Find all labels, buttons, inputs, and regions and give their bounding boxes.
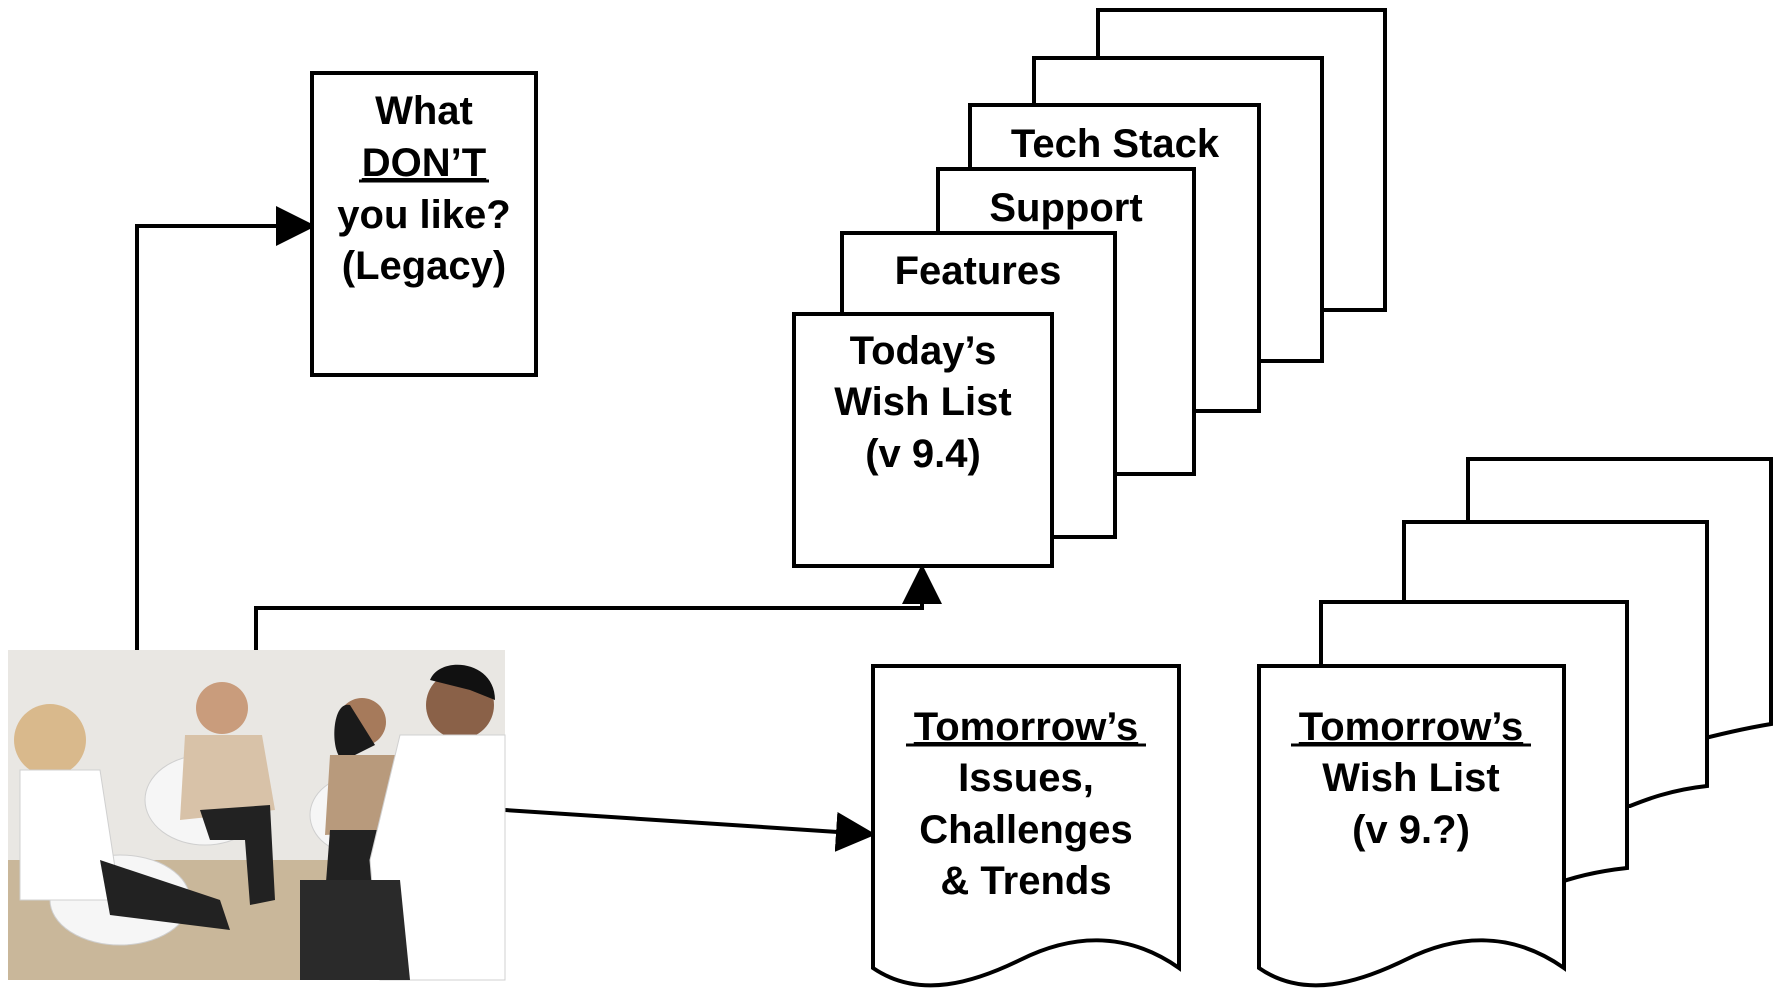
- tomorrow-line1: Tomorrow’s: [1299, 705, 1523, 749]
- tomorrows-wish-list-stack: Tomorrow’s Wish List (v 9.?): [1257, 457, 1773, 988]
- connector-to-todays-wish-list: [254, 564, 942, 650]
- legacy-line4: (Legacy): [342, 244, 507, 288]
- issues-line1: Tomorrow’s: [914, 705, 1138, 749]
- today-line2: Wish List: [834, 380, 1011, 424]
- today-line1: Today’s: [850, 329, 997, 373]
- tomorrow-line3: (v 9.?): [1352, 808, 1470, 852]
- support-label: Support: [989, 186, 1142, 230]
- issues-line4: & Trends: [940, 859, 1111, 903]
- legacy-line1: What: [375, 89, 473, 133]
- tech-stack-label: Tech Stack: [1011, 122, 1220, 166]
- issues-line2: Issues,: [958, 756, 1094, 800]
- connector-to-legacy: [135, 206, 316, 650]
- issues-line3: Challenges: [919, 808, 1132, 852]
- tomorrows-issues-document: Tomorrow’s Issues, Challenges & Trends: [871, 664, 1181, 988]
- stack-page-front: [792, 312, 1054, 568]
- group-meeting-photo: [8, 650, 506, 981]
- tomorrow-line2: Wish List: [1322, 756, 1499, 800]
- legacy-line2: DON’T: [362, 141, 486, 185]
- legacy-line3: you like?: [337, 193, 510, 237]
- features-label: Features: [895, 249, 1062, 293]
- connector-to-issues-doc: [504, 808, 876, 852]
- legacy-box: What DON’T you like? (Legacy): [310, 71, 538, 377]
- todays-wish-list-stack: Tech Stack Support Features Today’s Wish…: [792, 8, 1387, 568]
- today-line3: (v 9.4): [865, 432, 981, 476]
